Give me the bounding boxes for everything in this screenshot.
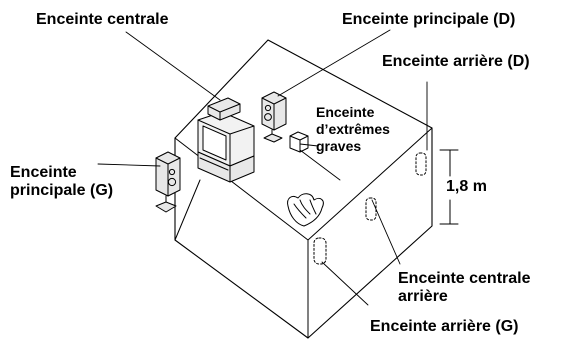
center-speaker	[207, 97, 241, 121]
front-right-speaker	[261, 91, 287, 143]
rear-center-speaker	[365, 197, 377, 221]
label-rear-center-line1: Enceinte centrale	[398, 270, 531, 287]
tv-set	[197, 111, 255, 183]
leader-lines	[97, 29, 428, 306]
label-subwoofer-line2: d’extrêmes	[316, 121, 390, 137]
label-front-left-line2: principale (G)	[10, 182, 114, 199]
label-rear-center-line2: arrière	[398, 288, 448, 305]
armchair	[287, 193, 324, 227]
label-rear-right-speaker: Enceinte arrière (D)	[382, 53, 530, 70]
label-front-left-line1: Enceinte	[10, 164, 77, 181]
label-rear-left-speaker: Enceinte arrière (G)	[370, 318, 519, 335]
label-subwoofer-line3: graves	[316, 138, 362, 154]
rear-right-speaker	[415, 152, 427, 176]
label-center-speaker: Enceinte centrale	[36, 11, 169, 28]
label-distance: 1,8 m	[446, 178, 487, 195]
label-front-right-speaker: Enceinte principale (D)	[342, 11, 516, 28]
label-front-left-speaker: Enceinte principale (G)	[10, 164, 113, 200]
rear-speakers	[313, 152, 427, 265]
label-subwoofer: Enceinte d’extrêmes graves	[316, 104, 390, 155]
front-left-speaker	[155, 151, 181, 213]
label-subwoofer-line1: Enceinte	[316, 104, 375, 120]
room-box	[174, 39, 433, 339]
label-rear-center-speaker: Enceinte centrale arrière	[398, 270, 531, 306]
rear-left-speaker	[313, 237, 327, 265]
subwoofer	[289, 131, 309, 153]
height-dimension	[439, 149, 459, 225]
